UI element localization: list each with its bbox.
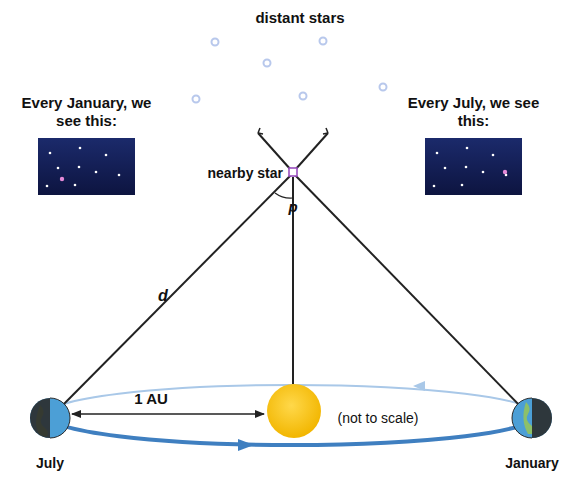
diagram-label: p <box>288 198 297 215</box>
nearby-star-image <box>60 177 64 181</box>
parallax-angle-arc <box>275 193 293 198</box>
earth <box>512 398 552 438</box>
view-heading: Every January, we see this: <box>17 94 157 130</box>
sun <box>267 384 321 438</box>
diagram-label: January <box>505 455 559 471</box>
nearby-star <box>289 168 297 176</box>
earth <box>30 398 70 438</box>
nearby-star-image <box>503 170 507 174</box>
distant-stars <box>193 38 387 103</box>
sight-lines <box>58 133 524 410</box>
view-heading: Every July, we see this: <box>404 94 544 130</box>
sky-view-box: Every July, we see this: <box>425 138 522 195</box>
diagram-label: nearby star <box>208 165 283 181</box>
orbit-arrow <box>413 381 425 391</box>
sky-view-box: Every January, we see this: <box>38 138 135 195</box>
orbit-arrow <box>238 439 254 451</box>
sky-view <box>425 138 522 195</box>
diagram-label: July <box>36 455 64 471</box>
diagram-label: distant stars <box>255 9 344 26</box>
diagram-label: d <box>158 287 168 305</box>
sky-view <box>38 138 135 195</box>
diagram-label: (not to scale) <box>338 410 419 426</box>
distance-arrow <box>72 413 264 415</box>
diagram-label: 1 AU <box>134 390 168 407</box>
